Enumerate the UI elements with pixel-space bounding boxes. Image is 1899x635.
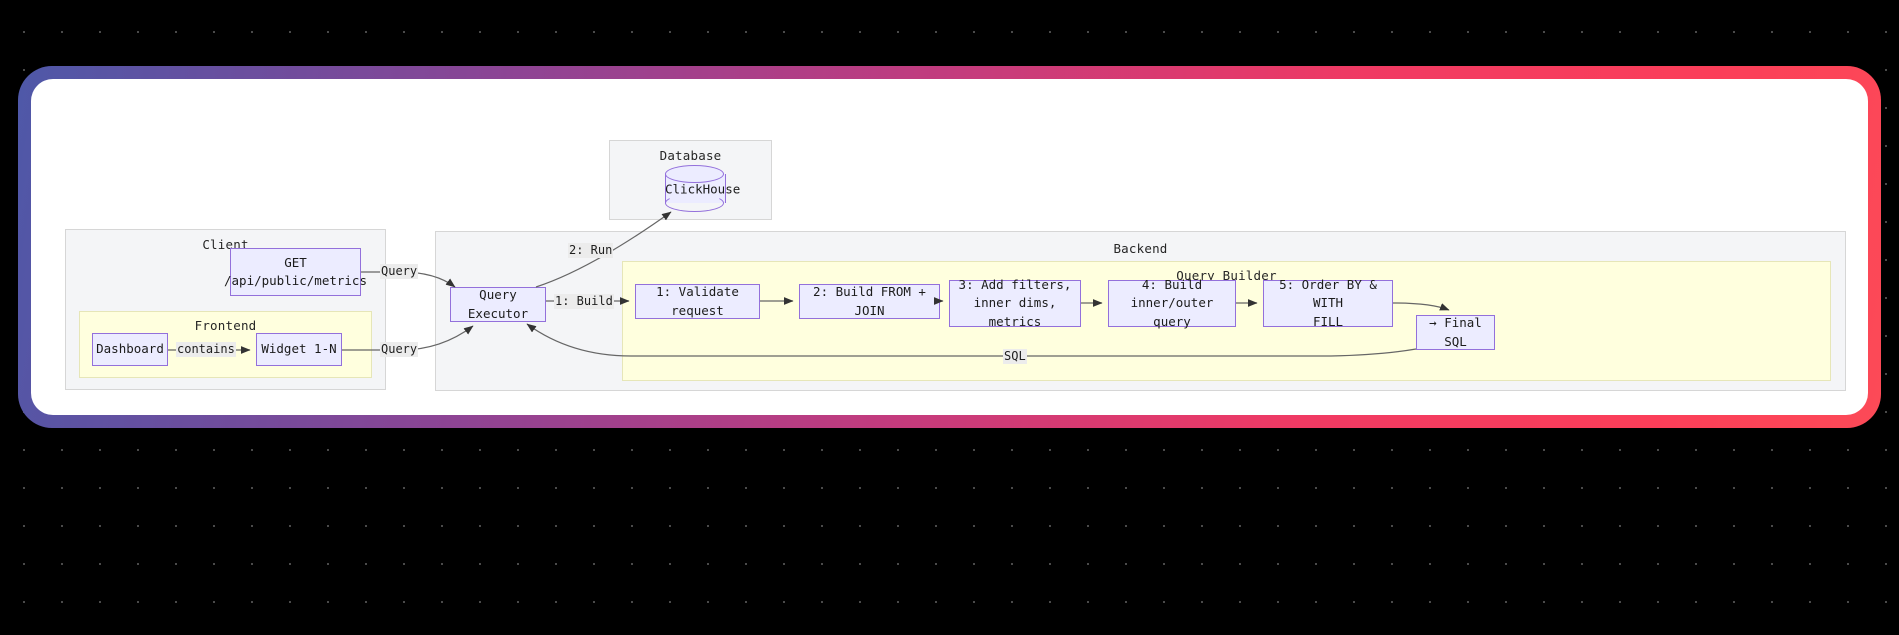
node-clickhouse[interactable]: ClickHouse — [665, 165, 741, 212]
cluster-frontend-title: Frontend — [194, 318, 257, 333]
step-3-label-line1: 3: Add filters, — [958, 277, 1072, 293]
diagram-card: Client Frontend GET /api/public/metrics … — [31, 79, 1868, 415]
edge-label-sql: SQL — [1003, 349, 1027, 364]
edge-final-sql-query-executor — [526, 323, 1417, 357]
step-4-label-line2: inner/outer query — [1130, 295, 1214, 329]
node-widget[interactable]: Widget 1-N — [256, 333, 342, 366]
node-step-4-build-query[interactable]: 4: Build inner/outer query — [1108, 277, 1236, 329]
api-endpoint-path: /api/public/metrics — [224, 273, 367, 288]
edge-label-run: 2: Run — [568, 243, 614, 258]
api-endpoint-method: GET — [284, 254, 307, 270]
edge-query-executor-clickhouse — [535, 211, 672, 288]
node-api-endpoint[interactable]: GET /api/public/metrics — [224, 248, 367, 296]
node-step-2-build-from-join[interactable]: 2: Build FROM + JOIN — [799, 284, 940, 319]
edge-label-build: 1: Build — [554, 294, 614, 309]
edge-step5-final-sql — [1392, 302, 1450, 311]
cluster-backend-title: Backend — [1113, 241, 1168, 256]
step-5-label-line2: FILL — [1312, 313, 1344, 329]
cluster-database-title: Database — [659, 148, 722, 163]
node-step-5-order-by-fill[interactable]: 5: Order BY & WITH FILL — [1263, 277, 1393, 329]
dashboard-label: Dashboard — [96, 341, 164, 357]
node-final-sql[interactable]: → Final SQL — [1416, 315, 1495, 350]
node-step-1-validate[interactable]: 1: Validate request — [635, 284, 760, 319]
edge-label-query-api: Query — [380, 264, 419, 279]
step-5-label-line1: 5: Order BY & WITH — [1279, 277, 1377, 311]
clickhouse-cylinder-bottom — [665, 194, 724, 212]
step-4-label-line1: 4: Build — [1141, 277, 1203, 293]
step-1-label: 1: Validate request — [656, 284, 739, 318]
query-executor-label: Query Executor — [467, 287, 529, 321]
edge-label-query-widget: Query — [380, 342, 419, 357]
node-query-executor[interactable]: Query Executor — [450, 287, 546, 322]
gradient-frame: Client Frontend GET /api/public/metrics … — [18, 66, 1881, 428]
final-sql-label: → Final SQL — [1429, 315, 1482, 349]
edge-layer — [168, 211, 1450, 357]
step-3-label-line2: inner dims, metrics — [973, 295, 1057, 329]
widget-label: Widget 1-N — [261, 341, 337, 357]
clickhouse-cylinder-top — [665, 165, 724, 183]
node-step-3-add-filters[interactable]: 3: Add filters, inner dims, metrics — [949, 277, 1081, 329]
cluster-query-builder-title: Query Builder — [1176, 268, 1277, 283]
node-dashboard[interactable]: Dashboard — [92, 333, 168, 366]
step-2-label: 2: Build FROM + JOIN — [813, 284, 926, 318]
clickhouse-label: ClickHouse — [665, 181, 741, 196]
edge-label-contains: contains — [176, 342, 236, 357]
